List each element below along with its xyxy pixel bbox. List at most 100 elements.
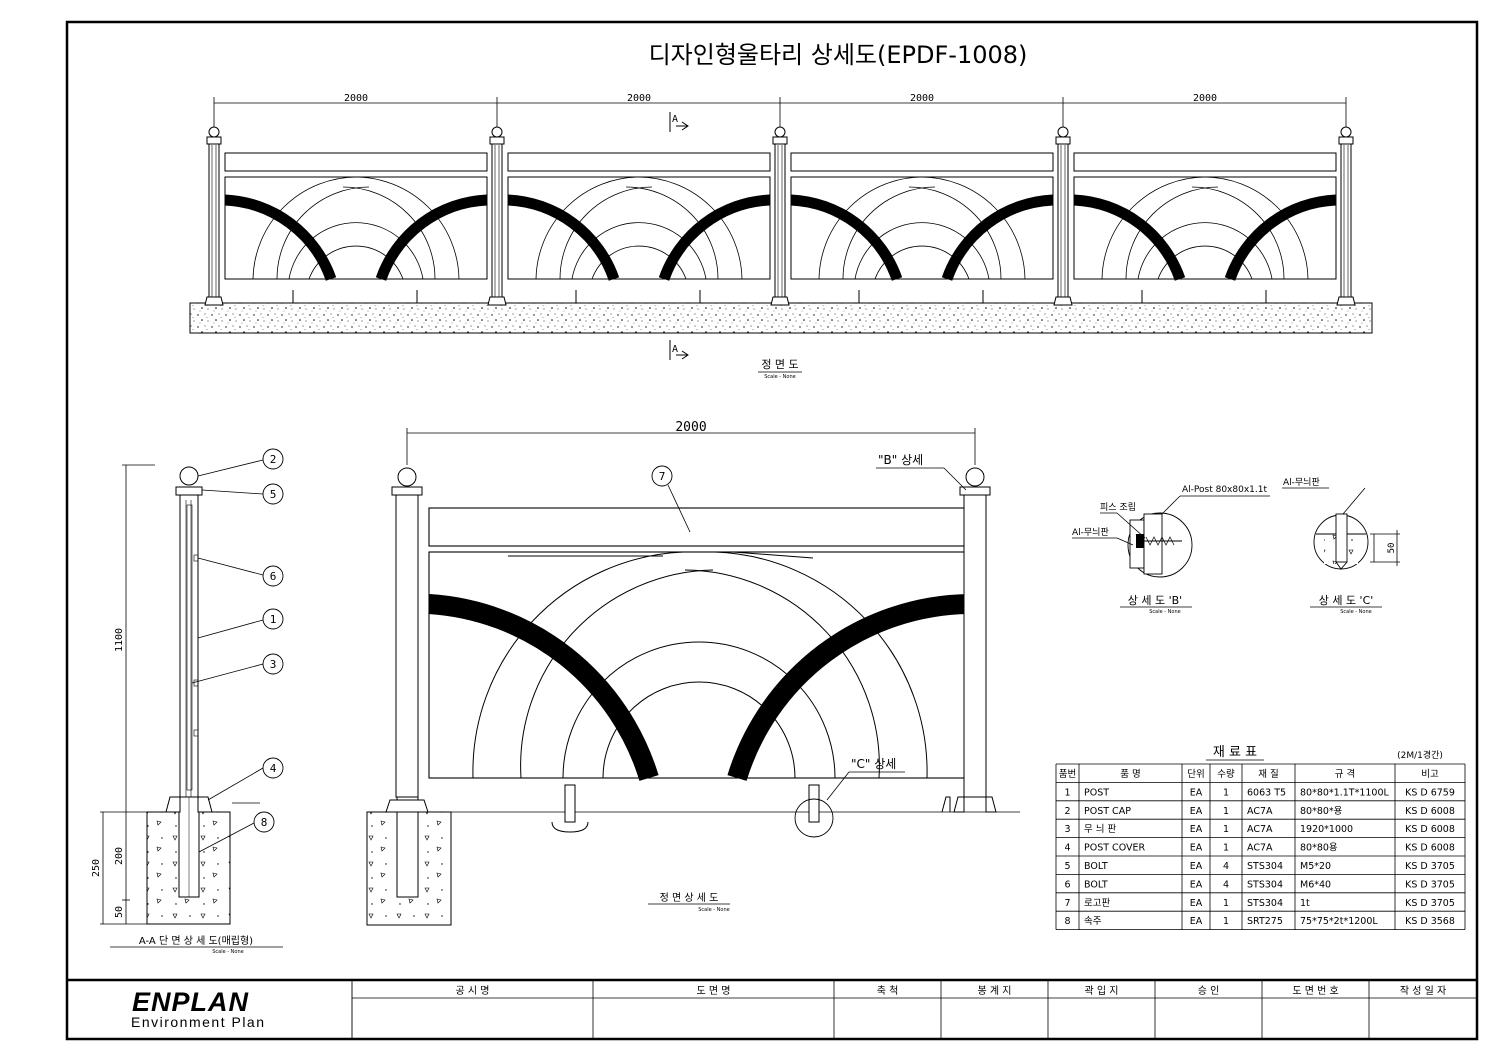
materials-cell: M6*40 [1300,879,1331,890]
materials-cell: KS D 3705 [1405,879,1455,890]
section-marker-bottom: A [672,344,678,355]
title-block-field: 봉 계 지 [978,985,1012,997]
materials-cell: 속주 [1084,916,1102,927]
materials-cell: 6063 T5 [1247,787,1286,798]
materials-header-cell: 규 격 [1335,768,1356,780]
section-marker-top: A [672,114,678,125]
callout-2: 2 [270,453,277,466]
detail-view: 2000 [366,420,1020,926]
materials-cell: 로고판 [1084,898,1110,909]
materials-cell: KS D 6008 [1405,843,1455,854]
section-dim-1100: 1100 [114,628,125,652]
materials-cell: EA [1190,824,1203,835]
materials-header-cell: 품번 [1059,769,1076,780]
callout-3: 3 [270,658,277,671]
materials-cell: 6 [1064,879,1070,890]
materials-cell: 1 [1223,824,1229,835]
brand-logo: ENPLAN [132,987,249,1017]
materials-cell: 8 [1064,916,1070,927]
materials-cell: 75*75*2t*1200L [1300,916,1378,927]
materials-header-cell: 비고 [1421,769,1439,780]
detail-c-dim: 50 [1387,543,1397,554]
materials-cell: AC7A [1247,824,1273,835]
materials-cell: KS D 6008 [1405,806,1455,817]
detail-dim: 2000 [675,420,706,435]
detail-c-label: "C" 상세 [851,757,896,771]
materials-cell: KS D 6759 [1405,787,1455,798]
materials-cell: KS D 3568 [1405,916,1455,927]
drawing-title: 디자인형울타리 상세도(EPDF-1008) [649,41,1028,69]
title-block-field: 승 인 [1198,985,1220,997]
detail-b-panel-label: Al-무늬판 [1072,527,1109,538]
detail-c: 50 Al-무늬판 상 세 도 'C' Scale - None [1282,477,1400,615]
materials-cell: 1920*1000 [1300,824,1353,835]
materials-header-cell: 품 명 [1120,769,1141,780]
materials-cell: EA [1190,916,1203,927]
section-dim-50: 50 [114,906,125,918]
section-dim-200: 200 [114,847,125,865]
materials-cell: KS D 6008 [1405,824,1455,835]
materials-cell: STS304 [1247,861,1283,872]
materials-cell: BOLT [1084,861,1108,872]
detail-c-caption: 상 세 도 'C' [1319,594,1374,607]
callout-6: 6 [270,570,277,583]
title-block-field: 공 시 명 [456,985,490,997]
materials-cell: 80*80용 [1300,843,1338,854]
sheet-border [65,20,1479,1041]
section-dim-250: 250 [91,859,102,877]
materials-cell: 2 [1064,806,1070,817]
materials-cell: 4 [1223,879,1229,890]
callout-7: 7 [659,470,666,483]
title-block-field: 도 면 명 [697,985,731,997]
materials-header-cell: 재 질 [1258,768,1279,780]
detail-c-panel-label: Al-무늬판 [1283,477,1320,488]
front-dim-2: 2000 [627,93,651,104]
materials-cell: EA [1190,806,1203,817]
materials-cell: EA [1190,843,1203,854]
callout-8: 8 [261,816,268,829]
materials-cell: 4 [1064,843,1070,854]
materials-cell: EA [1190,879,1203,890]
materials-cell: 1 [1223,806,1229,817]
materials-cell: KS D 3705 [1405,898,1455,909]
materials-cell: 80*80*용 [1300,806,1343,817]
materials-cell: 1 [1223,787,1229,798]
title-block-field: 작 성 일 자 [1400,985,1446,997]
section-view-caption: A-A 단 면 상 세 도(매립형) [139,934,253,947]
materials-cell: AC7A [1247,843,1273,854]
detail-b-caption: 상 세 도 'B' [1128,594,1182,607]
materials-cell: STS304 [1247,879,1283,890]
materials-cell: EA [1190,898,1203,909]
materials-cell: 1 [1064,787,1070,798]
materials-cell: 7 [1064,898,1070,909]
materials-cell: 1t [1300,898,1310,909]
detail-c-scale: Scale - None [1340,609,1371,615]
detail-b-post-label: Al-Post 80x80x1.1t [1182,485,1267,495]
materials-cell: EA [1190,861,1203,872]
front-dim-4: 2000 [1193,93,1217,104]
detail-b-screw-label: 피스 조립 [1100,502,1136,513]
materials-cell: EA [1190,787,1203,798]
front-view: 2000 2000 2000 2000 A A 정 면 도 [189,93,1373,380]
callout-1: 1 [270,613,277,626]
front-dim-3: 2000 [910,93,934,104]
brand-subtitle: Environment Plan [131,1014,266,1030]
materials-cell: M5*20 [1300,861,1331,872]
front-view-scale: Scale - None [764,374,795,380]
materials-cell: 무 늬 판 [1084,824,1117,835]
detail-view-scale: Scale - None [698,907,729,913]
ground-slab [189,302,1373,334]
detail-b-label: "B" 상세 [878,453,923,467]
materials-cell: POST COVER [1084,843,1146,854]
materials-cell: 1 [1223,843,1229,854]
detail-view-caption: 정 면 상 세 도 [660,892,719,904]
materials-header-cell: 수량 [1217,768,1235,780]
callout-5: 5 [270,488,277,501]
front-view-caption: 정 면 도 [761,358,798,371]
materials-cell: BOLT [1084,879,1108,890]
callout-4: 4 [270,762,277,775]
front-dim-1: 2000 [344,93,368,104]
